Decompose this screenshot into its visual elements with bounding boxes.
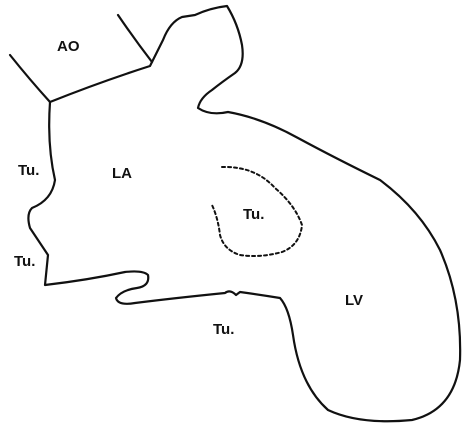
label-tumor-upper-left: Tu. bbox=[18, 162, 39, 179]
label-tumor-lower: Tu. bbox=[213, 321, 234, 338]
aorta-outline-right bbox=[118, 15, 152, 62]
label-left-atrium: LA bbox=[112, 165, 132, 182]
label-aorta: AO bbox=[57, 38, 80, 55]
label-left-ventricle: LV bbox=[345, 292, 363, 309]
label-tumor-lower-left: Tu. bbox=[14, 253, 35, 270]
label-tumor-center: Tu. bbox=[243, 206, 264, 223]
aorta-outline bbox=[10, 55, 50, 102]
